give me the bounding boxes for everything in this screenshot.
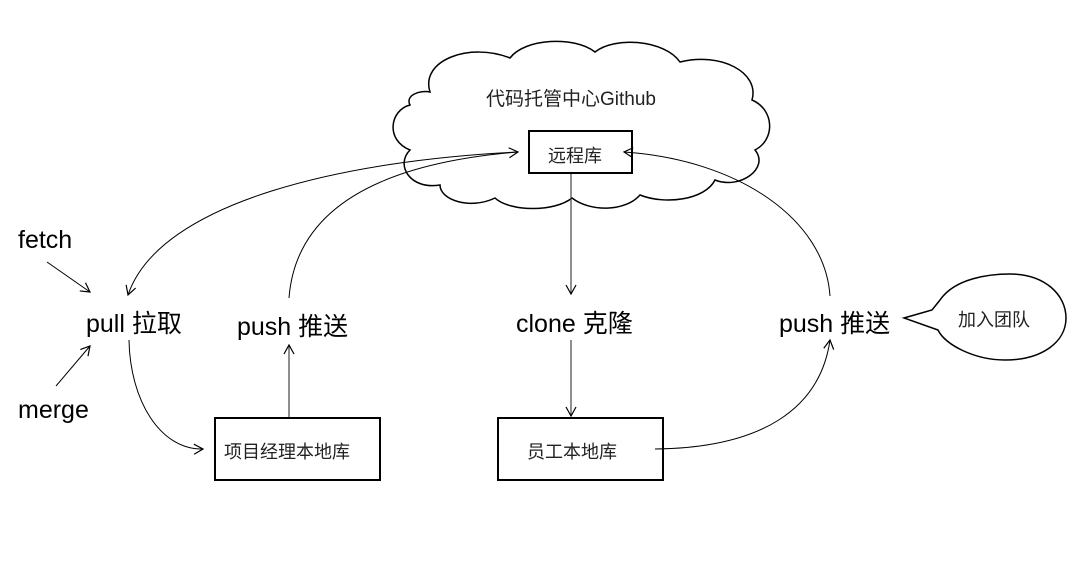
manager-local-repo-label: 项目经理本地库 [224,442,350,463]
arrow-merge-to-pull [55,345,91,387]
push-employee-cn: 推送 [840,309,891,338]
arrow-push-to-remote-right [622,147,831,297]
fetch-label: fetch [18,226,73,254]
pull-cn: 拉取 [131,309,182,338]
push-employee-en: push [779,310,834,338]
pull-en: pull [86,310,125,338]
merge-label: merge [18,396,89,424]
arrow-pull-to-manager [128,339,205,455]
push-manager-action: push 推送 [237,307,348,343]
employee-local-repo-label: 员工本地库 [527,442,617,463]
remote-repo-label: 远程库 [548,146,602,167]
arrow-push-to-remote [288,147,520,299]
arrow-employee-to-push [654,338,835,450]
clone-en: clone [516,310,576,338]
arrow-fetch-to-pull [46,261,92,293]
arrow-remote-to-pull [125,151,519,297]
manager-local-repo-box [214,417,381,481]
cloud-title: 代码托管中心Github [486,89,656,110]
push-employee-action: push 推送 [779,304,890,340]
push-manager-en: push [237,313,292,341]
cloud-shape [392,40,771,210]
callout-text: 加入团队 [958,310,1030,331]
employee-local-repo-box [497,417,664,481]
clone-cn: 克隆 [582,309,633,338]
push-manager-cn: 推送 [298,312,349,341]
clone-action: clone 克隆 [516,304,633,340]
callout-bubble [901,273,1067,361]
pull-action: pull 拉取 [86,304,182,340]
